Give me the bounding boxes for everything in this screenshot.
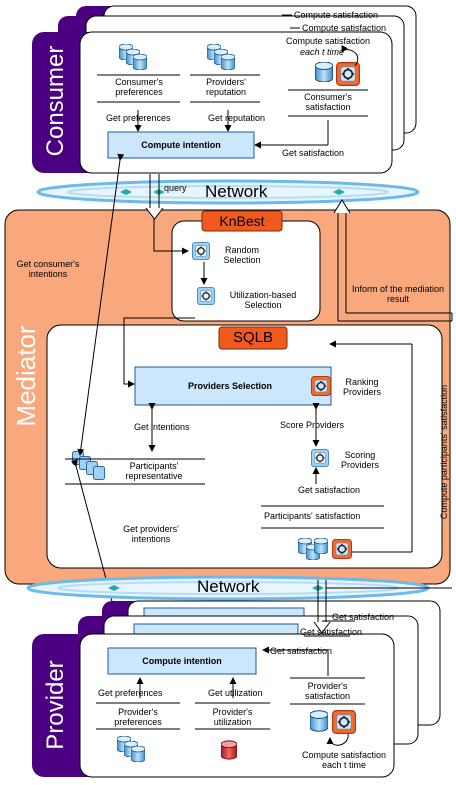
provider-compute-intention-label: Compute intention [142,656,222,666]
providers-reputation-label: Providers' reputation [205,77,247,97]
consumer-compute-intention-box [107,131,255,159]
get-reputation-label: Get reputation [208,113,266,123]
consumer-compute-each-line2: each t time [300,47,345,57]
sqlb-get-satisfaction-label: Get satisfaction [298,485,361,495]
ranking-providers-label: Ranking Providers [342,377,381,397]
inform-arrow [333,199,453,322]
consumer-satisfaction-label: Consumer's satisfaction [304,92,352,112]
knbest-label: KnBest [219,213,265,229]
query-label: query [164,183,187,193]
consumer-compute-intention-label: Compute intention [141,140,221,150]
query-arrow [145,174,189,255]
consumer-label: Consumer [42,45,69,157]
provider-label: Provider [42,660,69,750]
consumer-compute-each-line1: Compute satisfaction [286,36,371,46]
network-bottom-label: Network [197,577,260,596]
sqlb-label-box [218,326,288,350]
provider-satisfaction-database-icon [310,710,328,732]
network-top-label: Network [205,182,268,201]
inform-result-label: Inform of the mediation result [351,284,445,304]
provider-back-text-2: Get satisfaction [300,627,363,637]
participants-satisfaction-label: Participants' satisfaction [264,511,361,521]
provider-utilization-database-icon [221,740,237,760]
consumer-satisfaction-gear-icon [336,62,360,86]
provider-compute-intention-box [107,647,257,675]
provider-inform-arrow [313,580,452,634]
scoring-providers-icon [311,449,329,467]
random-selection-icon [192,242,210,260]
network-top-ellipse [36,179,420,205]
utilization-selection-label: Utilization-based Selection [229,290,297,310]
providers-selection-box [134,366,332,406]
provider-compute-each-label: Compute satisfaction each t time [301,750,387,770]
consumer-back-text-2: Compute satisfaction [302,23,387,33]
compute-participants-satisfaction-label: Compute participants' satisfaction [439,384,449,520]
participants-satisfaction-gear-icon [332,539,352,559]
provider-get-satisfaction-label: Get satisfaction [270,646,333,656]
consumer-back-text-1: Compute satisfaction [294,10,379,20]
scoring-providers-label: Scoring Providers [340,450,379,470]
provider-satisfaction-label: Provider's satisfaction [304,681,351,701]
provider-satisfaction-gear-icon [332,710,356,734]
utilization-selection-icon [197,287,215,305]
mediator-label: Mediator [11,325,41,427]
provider-get-utilization-label: Get utilization [208,688,263,698]
get-consumer-intentions-label: Get consumer's intentions [16,259,80,279]
get-intentions-label: Get intentions [134,422,190,432]
provider-get-preferences-label: Get preferences [98,688,163,698]
get-satisfaction-label: Get satisfaction [282,148,345,158]
get-preferences-label: Get preferences [106,113,171,123]
provider-preferences-label: Provider's preferences [114,707,162,727]
providers-selection-label: Providers Selection [188,381,273,391]
ranking-providers-gear-icon [311,376,331,396]
provider-back-text-1: Get satisfaction [332,612,395,622]
sqlb-panel [46,324,443,569]
consumer-preferences-label: Consumer's preferences [115,77,163,97]
participants-representative-label: Participants' representative [125,461,183,481]
random-selection-label: Random Selection [223,245,261,265]
sqlb-label: SQLB [232,329,274,346]
knbest-label-box [201,210,283,232]
get-providers-intentions-label: Get providers' intentions [123,524,179,544]
provider-utilization-label: Provider's utilization [212,707,253,727]
consumer-satisfaction-database-icon [315,62,333,82]
score-providers-label: Score Providers [280,420,345,430]
